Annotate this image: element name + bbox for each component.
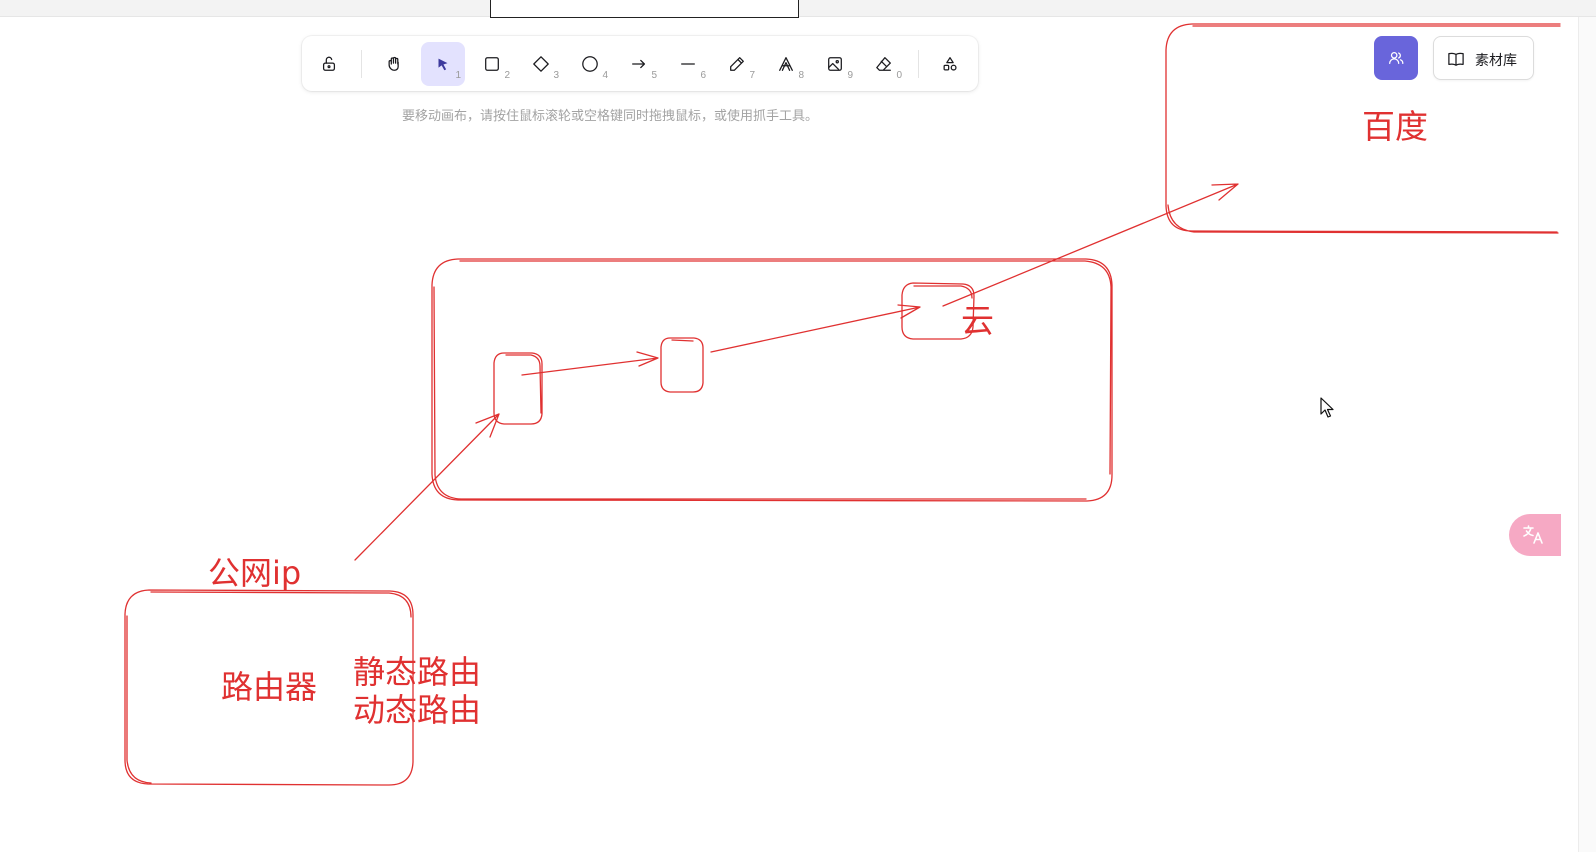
hand-icon [388,56,399,71]
diamond-icon [533,56,549,72]
tool-line[interactable]: 6 [666,42,710,86]
tool-lock[interactable] [307,42,351,86]
ellipse-icon [582,56,598,72]
library-label: 素材库 [1475,53,1517,69]
tool-key: 9 [847,70,853,81]
translate-icon [1523,525,1543,544]
tool-diamond[interactable]: 3 [519,42,563,86]
tool-selection[interactable]: 1 [421,42,465,86]
tool-draw[interactable]: 7 [715,42,759,86]
tool-eraser[interactable]: 0 [862,42,906,86]
arrow-node1-to-node2 [521,351,659,376]
collaborate-button[interactable] [1374,36,1418,80]
tool-text[interactable]: 8 [764,42,808,86]
label-cloud[interactable]: 云 [961,301,994,340]
vertical-scrollbar[interactable] [1578,17,1596,852]
label-static-routing: 静态路由 [353,653,482,691]
node-box-1 [493,352,543,425]
label-routing-types[interactable]: 静态路由 动态路由 [353,653,481,729]
tool-key: 1 [455,70,461,81]
tool-key: 4 [602,70,608,81]
tool-rectangle[interactable]: 2 [470,42,514,86]
router-box [124,589,414,786]
cloud-container-box [431,258,1113,502]
tool-arrow[interactable]: 5 [617,42,661,86]
image-icon [828,57,842,71]
node-box-3 [901,282,975,340]
tool-key: 2 [504,70,510,81]
tool-hand[interactable] [372,42,416,86]
tool-key: 6 [700,70,706,81]
tool-key: 7 [749,70,755,81]
tool-image[interactable]: 9 [813,42,857,86]
browser-tab-outline [490,0,799,18]
unlock-icon [322,56,336,71]
arrow-node2-to-node3 [710,304,921,353]
tool-key: 8 [798,70,804,81]
toolbar-divider [918,50,919,78]
canvas-hint-text: 要移动画布，请按住鼠标滚轮或空格键同时拖拽鼠标，或使用抓手工具。 [402,109,819,124]
rectangle-icon [485,57,499,71]
tool-extra-shapes[interactable] [928,42,972,86]
text-icon [779,57,793,71]
shape-toolbar: 1 2 3 4 5 6 7 8 [302,36,978,91]
toolbar-divider [361,50,362,78]
pencil-icon [730,57,744,71]
label-router[interactable]: 路由器 [221,668,318,706]
arrow-node3-to-baidu [942,183,1239,307]
baidu-box [1165,23,1561,234]
eraser-icon [876,57,891,71]
line-icon [681,63,695,65]
label-dynamic-routing: 动态路由 [353,691,482,729]
pointer-icon [438,58,448,71]
book-icon [1448,52,1464,66]
arrow-publicip-to-node1 [354,413,500,561]
tool-key: 5 [651,70,657,81]
mouse-cursor-icon [1320,397,1334,418]
translate-floating-button[interactable] [1509,514,1561,556]
tool-key: 0 [896,70,902,81]
arrow-icon [632,59,646,69]
node-box-2 [660,337,704,393]
library-button[interactable]: 素材库 [1433,36,1534,80]
tool-ellipse[interactable]: 4 [568,42,612,86]
shapes-icon [943,57,957,71]
label-baidu[interactable]: 百度 [1362,107,1428,146]
users-icon [1389,51,1404,65]
label-public-ip[interactable]: 公网ip [208,554,302,592]
tool-key: 3 [553,70,559,81]
